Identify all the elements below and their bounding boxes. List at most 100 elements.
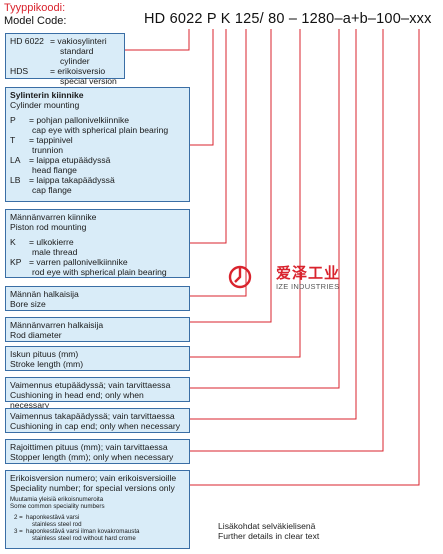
option-value-en: cap flange xyxy=(32,185,72,195)
connector-stopper xyxy=(190,29,384,452)
connector-stroke xyxy=(190,29,301,358)
option-value-en: rod eye with spherical plain bearing xyxy=(32,267,167,277)
option-row: LB = laippa takapäädyssä xyxy=(10,175,185,185)
option-row: LA = laippa etupäädyssä xyxy=(10,155,185,165)
box-text-en: Speciality number; for special versions … xyxy=(10,483,175,493)
option-row: P = pohjan pallonivelkiinnike xyxy=(10,115,185,125)
box-text-fi: Erikoisversion numero; vain erikoisversi… xyxy=(10,473,177,483)
option-value-en: male thread xyxy=(32,247,78,257)
code-part-dash: – xyxy=(367,11,377,27)
code-part-rod-mounting: K xyxy=(220,11,231,27)
model-code: HD 6022 P K 125/ 80 – 1280–a+b–100–xxx xyxy=(144,11,432,27)
series-row: HD 6022 = vakiosylinteri xyxy=(10,36,120,46)
title-finnish: Tyyppikoodi: xyxy=(4,2,66,14)
small-note-en: Some common speciality numbers xyxy=(10,503,105,510)
series-key: HDS xyxy=(10,66,29,76)
option-value: = varren pallonivelkiinnike xyxy=(29,257,128,267)
series-row: HDS = erikoisversio xyxy=(10,66,120,76)
code-part-dash: – xyxy=(288,11,298,27)
option-value: = laippa takapäädyssä xyxy=(29,175,115,185)
cushion-cap-box: Vaimennus takapäädyssä; vain tarvittaess… xyxy=(5,408,190,433)
speciality-value-en: stainless steel rod xyxy=(32,521,82,528)
connector-mounting xyxy=(190,29,214,146)
option-value: = laippa etupäädyssä xyxy=(29,155,111,165)
code-part-mounting: P xyxy=(206,11,217,27)
connector-speciality xyxy=(190,29,420,486)
code-part-stroke: 1280 xyxy=(301,11,335,27)
speciality-key: 2 = xyxy=(14,514,23,521)
box-text-en: Stopper length (mm); only when necessary xyxy=(10,452,174,462)
series-box: HD 6022 = vakiosylinteri standard cylind… xyxy=(5,33,125,86)
logo-chinese: 爱泽工业 xyxy=(276,265,341,282)
box-text-en: Cushioning in head end; only when necess… xyxy=(10,390,144,410)
option-row: KP = varren pallonivelkiinnike xyxy=(10,257,185,267)
box-subtitle: Piston rod mounting xyxy=(10,222,87,232)
option-key: K xyxy=(10,237,16,247)
option-key: T xyxy=(10,135,16,145)
code-part-speciality: xxx xyxy=(409,11,432,27)
code-part-dash: – xyxy=(400,11,410,27)
box-text-en: Cushioning in cap end; only when necessa… xyxy=(10,421,181,431)
code-part-stopper: 100 xyxy=(376,11,401,27)
connector-rod xyxy=(190,29,272,323)
option-value-en: cap eye with spherical plain bearing xyxy=(32,125,169,135)
speciality-item: 3 =haponkestävä varsi ilman kovakromaust… xyxy=(10,528,185,535)
option-key: P xyxy=(10,115,16,125)
code-part-cushion-cap: b xyxy=(359,11,368,27)
rod-mounting-box: Männänvarren kiinnike Piston rod mountin… xyxy=(5,209,190,278)
speciality-value: haponkestävä varsi xyxy=(26,514,80,521)
box-title: Männänvarren kiinnike xyxy=(10,212,97,222)
rod-diameter-box: Männänvarren halkaisija Rod diameter xyxy=(5,317,190,342)
option-row: T= tappinivel xyxy=(10,135,185,145)
cylinder-mounting-box: Sylinterin kiinnike Cylinder mounting P =… xyxy=(5,87,190,202)
speciality-number-box: Erikoisversion numero; vain erikoisversi… xyxy=(5,470,190,549)
option-value: = pohjan pallonivelkiinnike xyxy=(29,115,130,125)
connector-cushion-cap xyxy=(190,29,357,420)
box-text-fi: Männänvarren halkaisija xyxy=(10,320,104,330)
footer-en: Further details in clear text xyxy=(218,531,320,541)
title-english: Model Code: xyxy=(4,15,67,27)
box-title: Sylinterin kiinnike xyxy=(10,90,84,100)
speciality-key: 3 = xyxy=(14,528,23,535)
option-key: LA xyxy=(10,155,21,165)
code-part-rod: 80 xyxy=(268,11,285,27)
box-text-fi: Vaimennus takapäädyssä; vain tarvittaess… xyxy=(10,411,175,421)
option-value-en: trunnion xyxy=(32,145,64,155)
logo-icon xyxy=(228,265,252,289)
box-text-fi: Rajoittimen pituus (mm); vain tarvittaes… xyxy=(10,442,168,452)
box-text-en: Rod diameter xyxy=(10,330,62,340)
speciality-value-en: stainless steel rod without hard crome xyxy=(32,535,136,542)
code-part-series: HD 6022 xyxy=(144,11,203,27)
box-text-fi: Männän halkaisija xyxy=(10,289,79,299)
box-text-fi: Iskun pituus (mm) xyxy=(10,349,79,359)
code-part-dash: – xyxy=(334,11,343,27)
code-part-plus: + xyxy=(350,11,360,27)
option-row: K = ulkokierre xyxy=(10,237,185,247)
series-value-en: special version xyxy=(60,76,117,86)
box-text-en: Bore size xyxy=(10,299,46,309)
series-value: = vakiosylinteri xyxy=(50,36,107,46)
connector-cushion-head xyxy=(190,29,340,389)
box-subtitle: Cylinder mounting xyxy=(10,100,80,110)
option-value: = ulkokierre xyxy=(29,237,74,247)
option-value-en: head flange xyxy=(32,165,77,175)
small-note-fi: Muutamia yleisiä erikoisnumeroita xyxy=(10,496,104,503)
series-value: = erikoisversio xyxy=(50,66,106,76)
code-part-slash: / xyxy=(259,11,264,27)
connector-bore xyxy=(190,29,247,297)
series-key: HD 6022 xyxy=(10,36,44,46)
box-text-fi: Vaimennus etupäädyssä; vain tarvittaessa xyxy=(10,380,171,390)
code-part-bore: 125 xyxy=(234,11,260,27)
footer-fi: Lisäkohdat selväkielisenä xyxy=(218,521,316,531)
option-key: LB xyxy=(10,175,21,185)
bore-size-box: Männän halkaisija Bore size xyxy=(5,286,190,311)
speciality-value: haponkestävä varsi ilman kovakromausta xyxy=(26,528,140,535)
watermark-logo: 爱泽工业 IZE INDUSTRIES xyxy=(228,262,358,302)
speciality-item: 2 =haponkestävä varsi xyxy=(10,514,185,521)
option-key: KP xyxy=(10,257,22,267)
box-text-en: Stroke length (mm) xyxy=(10,359,84,369)
connector-series xyxy=(125,29,190,51)
cushion-head-box: Vaimennus etupäädyssä; vain tarvittaessa… xyxy=(5,377,190,410)
logo-english: IZE INDUSTRIES xyxy=(276,282,340,291)
